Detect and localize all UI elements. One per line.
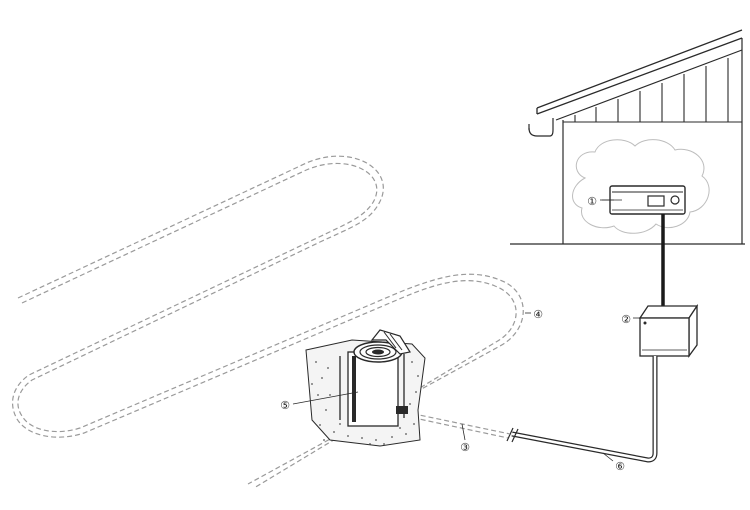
- callout-1-label: ①: [587, 195, 597, 208]
- callout-6: ⑥: [602, 452, 625, 473]
- callout-1: ①: [587, 195, 614, 208]
- cloud-icon: [572, 139, 710, 234]
- cable-spool-icon: [305, 329, 426, 447]
- control-unit-icon: [602, 185, 686, 215]
- callout-4: ④: [525, 308, 543, 321]
- ground-loop-icon: [12, 155, 524, 489]
- callout-6-label: ⑥: [615, 460, 625, 473]
- callout-2: ②: [621, 313, 642, 326]
- callout-5-label: ⑤: [280, 399, 290, 412]
- callout-3: ③: [460, 423, 470, 454]
- callout-4-label: ④: [533, 308, 543, 321]
- callout-5: ⑤: [280, 391, 359, 412]
- house-icon: [510, 29, 745, 245]
- junction-box-icon: [638, 303, 699, 358]
- supply-cable: [506, 356, 658, 463]
- heating-cable-lead: [404, 411, 511, 439]
- callout-3-label: ③: [460, 441, 470, 454]
- callout-2-label: ②: [621, 313, 631, 326]
